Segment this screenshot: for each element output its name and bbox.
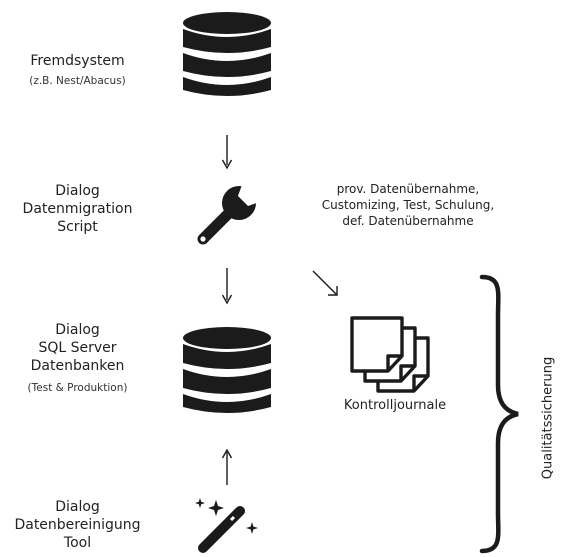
arrow-cleanup-to-target	[221, 448, 233, 485]
migration-line2: Datenmigration	[22, 201, 133, 218]
target-database-icon	[183, 327, 271, 419]
target-subtitle: (Test & Produktion)	[27, 381, 128, 394]
arrow-source-to-migration	[221, 135, 233, 170]
cleanup-line3: Tool	[63, 535, 92, 552]
process-note-line2: Customizing, Test, Schulung,	[321, 198, 495, 213]
migration-line3: Script	[57, 219, 98, 236]
journals-label: Kontrolljournale	[343, 398, 447, 413]
migration-wrench-icon	[190, 182, 262, 252]
source-database-icon	[183, 12, 271, 102]
migration-line1: Dialog	[55, 183, 100, 199]
target-line2: SQL Server	[38, 340, 117, 357]
quality-brace	[476, 274, 522, 554]
target-label: Dialog SQL Server Datenbanken (Test & Pr…	[5, 321, 150, 395]
target-line3: Datenbanken	[30, 358, 125, 375]
process-note: prov. Datenübernahme, Customizing, Test,…	[288, 181, 528, 230]
cleanup-line1: Dialog	[55, 499, 100, 515]
quality-label-text: Qualitätssicherung	[540, 356, 556, 480]
source-subtitle: (z.B. Nest/Abacus)	[29, 75, 126, 88]
target-line1: Dialog	[55, 322, 100, 338]
arrow-migration-to-target	[221, 268, 233, 305]
process-note-line3: def. Datenübernahme	[342, 214, 474, 229]
source-label: Fremdsystem (z.B. Nest/Abacus)	[5, 52, 150, 89]
arrow-to-journals	[312, 270, 340, 298]
cleanup-label: Dialog Datenbereinigung Tool	[5, 498, 150, 553]
cleanup-magic-wand-icon	[186, 496, 266, 557]
journals-documents-icon	[348, 316, 434, 396]
cleanup-line2: Datenbereinigung	[14, 517, 141, 534]
source-title: Fremdsystem	[30, 53, 125, 69]
process-note-line1: prov. Datenübernahme,	[336, 182, 480, 196]
migration-label: Dialog Datenmigration Script	[5, 182, 150, 237]
quality-label: Qualitätssicherung	[541, 357, 556, 479]
